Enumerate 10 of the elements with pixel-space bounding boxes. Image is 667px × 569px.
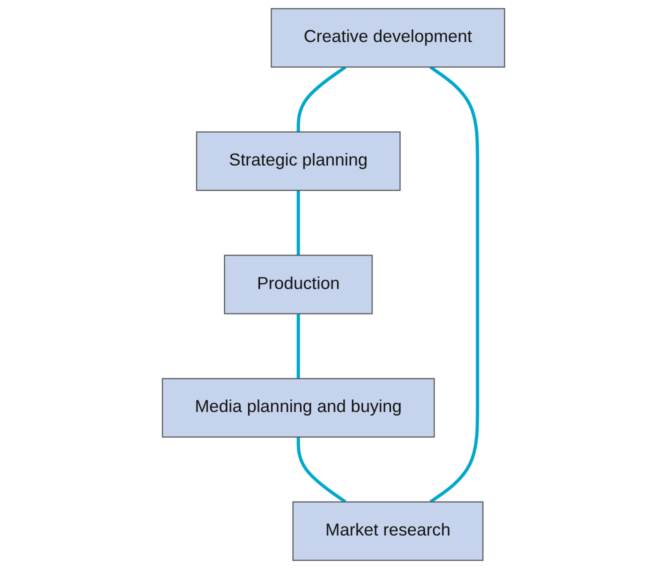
connector xyxy=(296,66,346,132)
node-box: Media planning and buying xyxy=(162,378,435,438)
connector xyxy=(429,66,480,504)
connector xyxy=(296,437,346,504)
connector xyxy=(296,190,300,256)
node-box: Creative development xyxy=(270,8,506,68)
connector xyxy=(296,314,300,379)
node-box: Production xyxy=(224,254,373,314)
node-box: Strategic planning xyxy=(196,131,401,191)
node-box: Market research xyxy=(292,501,484,561)
